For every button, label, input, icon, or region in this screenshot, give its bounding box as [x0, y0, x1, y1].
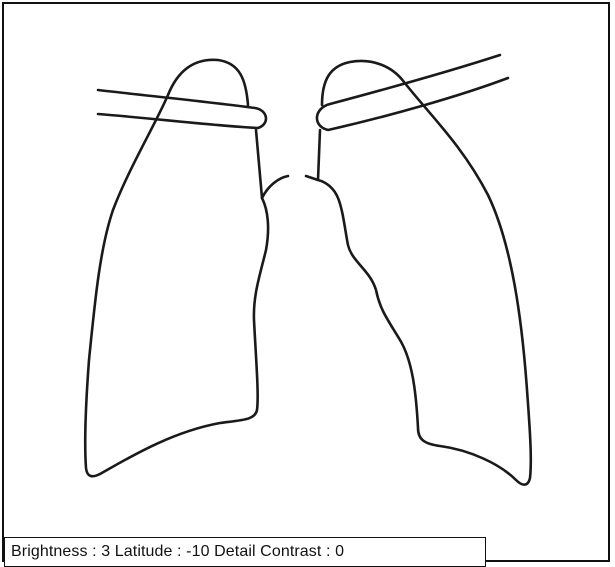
- right-bronchus-line: [262, 176, 288, 198]
- right-clavicle: [98, 90, 266, 128]
- image-adjustment-status-bar: Brightness : 3 Latitude : -10 Detail Con…: [4, 537, 486, 567]
- left-bronchus-line: [306, 176, 318, 180]
- status-text: Brightness : 3 Latitude : -10 Detail Con…: [11, 543, 344, 561]
